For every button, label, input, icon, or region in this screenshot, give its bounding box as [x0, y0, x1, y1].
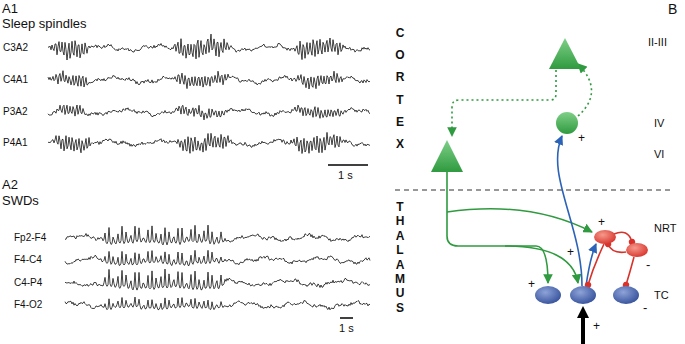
panel-title: SWDs: [2, 194, 39, 208]
inhibitory-path: [588, 244, 604, 285]
eeg-trace: [65, 250, 370, 265]
inhibitory-path: [608, 244, 626, 252]
scale-label: 1 s: [339, 322, 354, 334]
intracortical-path: [578, 64, 592, 116]
scale-bar: [340, 317, 353, 319]
region-name: THALAMUS: [394, 200, 406, 315]
sign-excitatory: +: [598, 216, 605, 229]
layer-name: II-III: [648, 36, 667, 48]
pyramidal-cell: [549, 38, 581, 69]
eeg-trace: [48, 105, 370, 120]
stellate-cell: [556, 112, 578, 134]
channel-name: F4-O2: [14, 299, 42, 310]
layer-name: IV: [654, 117, 664, 129]
tc-cell: [613, 286, 639, 304]
channel-name: P3A2: [3, 106, 27, 117]
region-name: CORTEX: [394, 22, 406, 155]
panel-label: B: [668, 2, 677, 17]
input-arrow: [577, 306, 589, 318]
nrt-cell: [626, 243, 648, 257]
sign-excitatory: +: [578, 132, 585, 145]
channel-name: C3A2: [3, 42, 28, 53]
nucleus-name: TC: [654, 289, 669, 301]
sign-excitatory: +: [528, 278, 535, 291]
panel-label: A1: [2, 2, 18, 16]
scale-bar: [328, 164, 368, 166]
nrt-cell: [594, 230, 616, 244]
corticothalamic-path: [447, 172, 548, 283]
channel-name: F4-C4: [14, 254, 42, 265]
sign-inhibitory: -: [646, 258, 650, 272]
sign-inhibitory: -: [643, 301, 647, 315]
layer-name: VI: [654, 148, 664, 160]
channel-name: C4A1: [3, 74, 28, 85]
eeg-trace: [48, 34, 370, 60]
eeg-trace: [48, 71, 370, 89]
panel-label: A2: [2, 178, 18, 192]
scale-label: 1 s: [338, 169, 353, 181]
inhibitory-path: [626, 257, 634, 285]
tc-cell: [570, 286, 596, 304]
channel-name: C4-P4: [14, 277, 42, 288]
sign-excitatory: +: [593, 320, 600, 333]
channel-name: P4A1: [3, 137, 27, 148]
eeg-trace: [65, 225, 370, 245]
nucleus-name: NRT: [654, 222, 676, 234]
eeg-trace: [65, 297, 370, 310]
eeg-trace: [48, 132, 370, 153]
input-arrow: [581, 316, 585, 344]
channel-name: Fp2-F4: [14, 232, 46, 243]
inhibitory-path: [614, 232, 632, 242]
intracortical-path: [452, 70, 556, 136]
tc-cell: [535, 286, 561, 304]
pyramidal-cell: [431, 140, 463, 172]
panel-title: Sleep spindles: [2, 17, 87, 31]
eeg-trace: [65, 269, 370, 290]
cortex-thalamus-border: [395, 189, 672, 190]
corticothalamic-path: [505, 246, 578, 283]
thalamocortical-path: [558, 136, 582, 286]
sign-excitatory: +: [567, 246, 574, 259]
